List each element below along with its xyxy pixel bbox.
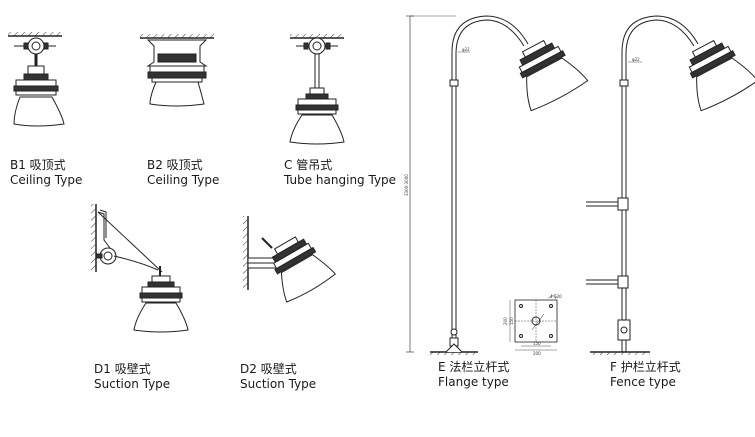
caption-d1-zh: D1 吸壁式 [94, 362, 151, 376]
flange-bolt-dim: 4-φ20 [550, 294, 562, 299]
f-fence-pole-lamp [586, 15, 755, 355]
caption-d1: D1 吸壁式 Suction Type [94, 362, 170, 392]
d2-suction-lamp [243, 216, 336, 303]
flange-width-dim: 200 [503, 317, 508, 325]
c-tube-hanging-lamp [289, 34, 345, 145]
caption-b2: B2 吸顶式 Ceiling Type [147, 158, 219, 188]
flange-side-dim: 200 [533, 351, 541, 356]
b2-ceiling-lamp [140, 34, 214, 107]
caption-d2-en: Suction Type [240, 377, 317, 391]
caption-d2: D2 吸壁式 Suction Type [240, 362, 316, 392]
caption-b1-en: Ceiling Type [10, 173, 83, 187]
caption-e-zh: E 法栏立杆式 [438, 360, 510, 374]
caption-c-zh: C 管吊式 [284, 158, 333, 172]
caption-f: F 护栏立杆式 Fence type [610, 360, 681, 390]
caption-e: E 法栏立杆式 Flange type [438, 360, 509, 390]
caption-c-en: Tube hanging Type [284, 173, 397, 187]
flange-inner-dim: 150 [509, 317, 514, 325]
d1-suction-lamp [91, 204, 189, 333]
caption-c: C 管吊式 Tube hanging Type [284, 158, 396, 188]
caption-d1-en: Suction Type [94, 377, 171, 391]
caption-b2-zh: B2 吸顶式 [147, 158, 203, 172]
caption-e-en: Flange type [438, 375, 509, 389]
caption-b2-en: Ceiling Type [147, 173, 220, 187]
pipe-dia-f: φ22 [632, 57, 640, 62]
pole-height-dim: 3300-3000 [404, 174, 409, 196]
e-flange-pole-lamp [406, 15, 589, 355]
flange-pitch-dim: 150 [533, 341, 541, 346]
caption-f-zh: F 护栏立杆式 [610, 360, 681, 374]
pipe-dia-e: φ22 [462, 47, 470, 52]
caption-d2-zh: D2 吸壁式 [240, 362, 297, 376]
caption-b1: B1 吸顶式 Ceiling Type [10, 158, 82, 188]
caption-b1-zh: B1 吸顶式 [10, 158, 66, 172]
b1-ceiling-lamp [8, 32, 65, 127]
caption-f-en: Fence type [610, 375, 676, 389]
